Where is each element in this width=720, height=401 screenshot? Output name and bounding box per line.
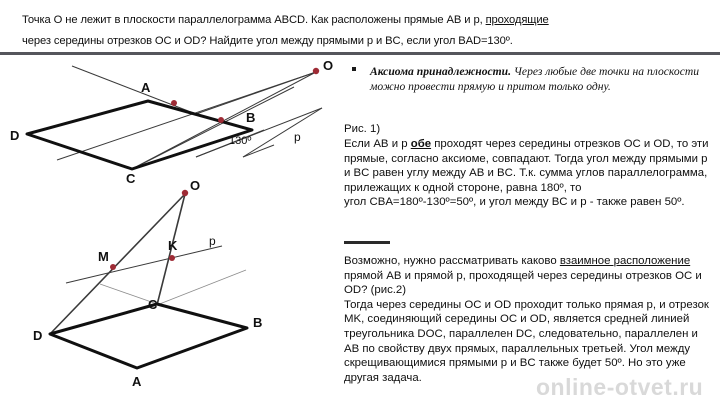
bullet-icon	[352, 67, 356, 71]
figure1-line-p-mid	[242, 144, 275, 158]
axiom-block: Аксиома принадлежности. Через любые две …	[352, 64, 706, 94]
solution-part-2: Возможно, нужно рассматривать каково вза…	[344, 254, 716, 385]
figure1-label-angle-130: 130º	[229, 135, 251, 147]
figure1-midpoint-dot-OD	[171, 100, 177, 106]
solution1-segment-c: проходят через середины отрезков OC и OD…	[344, 138, 709, 194]
figure1-midpoint-dot-OC	[218, 117, 224, 123]
geometry-figures-svg: A B C D O p 130º	[10, 58, 333, 389]
figure1-line-p-tail	[242, 107, 323, 158]
problem-statement-underlined-word: проходящие	[485, 14, 549, 26]
figure1-label-A: A	[141, 80, 151, 95]
figure2-line-p	[65, 245, 223, 284]
problem-statement-line-1: Точка O не лежит в плоскости параллелогр…	[22, 14, 549, 26]
figure2-line-D-to-O	[49, 193, 186, 335]
figure2-label-B: B	[253, 315, 262, 330]
figure2-label-M: M	[98, 249, 109, 264]
figure1-label-O: O	[323, 58, 333, 73]
site-watermark: online-otvet.ru	[536, 374, 704, 400]
solution1-emphasis-obe: обе	[410, 138, 432, 150]
axiom-body: Через любые две точки на плоскости можно…	[370, 65, 700, 94]
solution-part-1: Если AB и p обе проходят через середины …	[344, 137, 716, 210]
figure2-label-K: K	[168, 238, 178, 253]
solution1-segment-a: Если AB и p	[344, 138, 411, 150]
figure1-label-B: B	[246, 110, 255, 125]
figure1-line-C-to-upper	[131, 86, 295, 170]
header-divider	[0, 52, 720, 55]
figure1-label-C: C	[126, 171, 136, 186]
figure-2-group: O M K p C D B A	[33, 178, 262, 389]
figure1-label-D: D	[10, 128, 19, 143]
figure2-point-O-dot	[181, 189, 189, 197]
problem-statement-line-1-text: Точка O не лежит в плоскости параллелогр…	[22, 14, 486, 26]
explanation-column: Аксиома принадлежности. Через любые две …	[340, 58, 720, 400]
problem-statement-line-2: через середины отрезков OC и OD? Найдите…	[22, 35, 513, 47]
figures-column: A B C D O p 130º	[0, 56, 338, 400]
problem-statement-header: Точка O не лежит в плоскости параллелогр…	[0, 0, 720, 55]
figure2-line-O-to-C	[156, 193, 186, 306]
figure1-line-p-head	[195, 129, 265, 158]
figure1-line-p-left-extension	[71, 65, 197, 115]
figure-1-group: A B C D O p 130º	[10, 58, 333, 186]
solution2-segment-d: прямой AB и прямой p, проходящей через с…	[344, 269, 702, 297]
axiom-text: Аксиома принадлежности. Через любые две …	[370, 64, 706, 94]
solution2-underline-raspolozhenie: расположение	[610, 255, 691, 267]
figure2-midpoint-dot-M	[110, 264, 116, 270]
figure1-label-p: p	[294, 130, 301, 144]
figure2-parallelogram-ABCD	[48, 302, 249, 370]
figure1-parallelogram-ABCD	[25, 99, 254, 171]
figure2-plane-hint-left	[99, 283, 161, 306]
figure2-label-D: D	[33, 328, 42, 343]
figure2-plane-hint-right	[156, 269, 247, 306]
figure2-label-O: O	[190, 178, 200, 193]
solution1-segment-d: угол CBA=180º-130º=50º, и угол между BC …	[344, 196, 685, 209]
figure2-midpoint-dot-K	[169, 255, 175, 261]
axiom-title: Аксиома принадлежности.	[370, 65, 512, 78]
figure2-label-p: p	[209, 234, 216, 248]
figure2-label-C: C	[148, 297, 158, 312]
figure1-point-O-dot	[312, 67, 320, 75]
figure1-line-C-to-O	[131, 71, 317, 170]
figure1-line-long-diagonal	[56, 71, 317, 161]
solution2-segment-e: Тогда через середины OC и OD проходит то…	[344, 298, 709, 384]
solution2-underline-vzaimnoe: взаимное	[559, 255, 611, 267]
solution2-segment-a: Возможно, нужно рассматривать каково	[344, 255, 560, 267]
figure2-label-A: A	[132, 374, 142, 389]
section-divider	[344, 241, 390, 244]
figure-1-caption: Рис. 1)	[344, 123, 381, 135]
